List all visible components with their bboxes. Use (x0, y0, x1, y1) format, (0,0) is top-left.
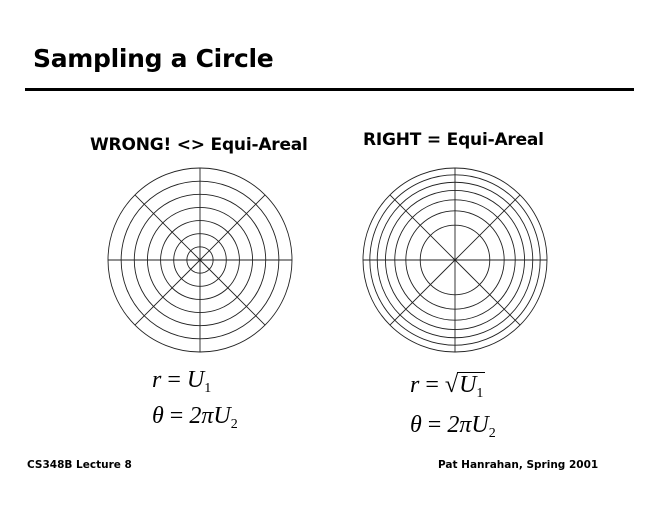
left-heading: WRONG! <> Equi-Areal (90, 135, 308, 155)
slide-title: Sampling a Circle (33, 44, 274, 73)
right-equation-r: r = √U1 (410, 372, 486, 401)
spoke (389, 194, 456, 261)
left-equation-theta: θ = 2πU2 (152, 403, 238, 432)
title-rule (25, 88, 634, 91)
equal-radius-disk-diagram (107, 167, 293, 353)
spoke (134, 259, 201, 326)
spoke (454, 259, 521, 326)
spoke (389, 259, 456, 326)
footer-course: CS348B Lecture 8 (27, 459, 132, 471)
right-equation-theta: θ = 2πU2 (410, 412, 496, 441)
sqrt-symbol: √ (444, 372, 459, 398)
right-heading: RIGHT = Equi-Areal (363, 130, 544, 150)
spoke (134, 194, 201, 261)
left-equation-r: r = U1 (152, 367, 212, 396)
spoke (454, 194, 521, 261)
equal-area-disk-diagram (362, 167, 548, 353)
spoke (199, 259, 266, 326)
spoke (199, 194, 266, 261)
footer-author: Pat Hanrahan, Spring 2001 (438, 459, 599, 471)
